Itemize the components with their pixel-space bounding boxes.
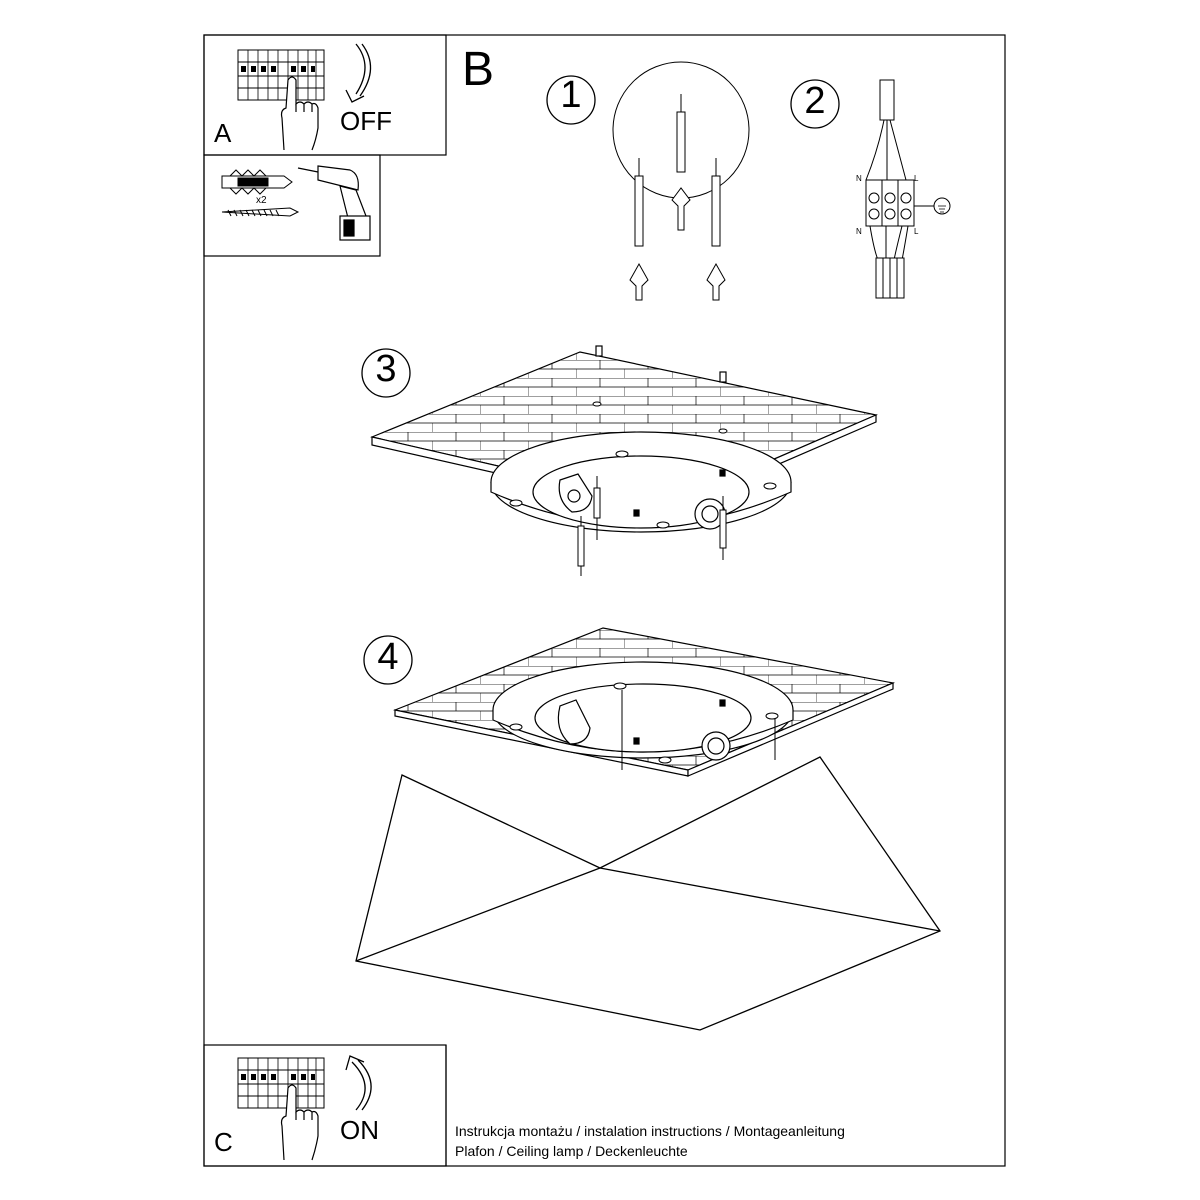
lamp-socket-right-step4 xyxy=(701,731,731,761)
anchor-screw-left xyxy=(629,158,649,301)
step-3-number: 3 xyxy=(375,348,397,390)
lamp-socket-left-step4 xyxy=(557,699,591,745)
step-4-number: 4 xyxy=(377,636,399,678)
terminal-block-diagram xyxy=(865,79,951,299)
step-2-number: 2 xyxy=(804,80,826,122)
step-1-badge xyxy=(546,75,596,125)
anchor-screw-center xyxy=(671,94,691,231)
hanging-wires-step4 xyxy=(621,690,776,770)
caption-line-1: Instrukcja montażu / instalation instruc… xyxy=(455,1123,845,1139)
caption-line-2: Plafon / Ceiling lamp / Deckenleuchte xyxy=(455,1143,688,1159)
wall-plug-icon xyxy=(221,169,293,195)
step-2-badge xyxy=(790,79,840,129)
neutral-label-bottom: N xyxy=(856,227,862,236)
panel-b-letter: B xyxy=(462,43,495,96)
step-4-badge xyxy=(363,635,413,685)
panel-c-letter: C xyxy=(214,1127,233,1157)
quantity-label: x2 xyxy=(256,195,267,206)
on-label: ON xyxy=(340,1115,379,1145)
ceiling-plate-step3 xyxy=(370,345,878,533)
live-label-top: L xyxy=(914,174,919,183)
panel-tools-box xyxy=(203,154,381,257)
step-1-number: 1 xyxy=(560,74,582,116)
mounting-screws-step3 xyxy=(577,476,727,576)
breaker-panel-icon xyxy=(237,49,325,101)
lamp-socket-right-step3 xyxy=(694,498,726,530)
off-label: OFF xyxy=(340,106,392,136)
step-3-badge xyxy=(361,348,411,398)
arrow-up-icon xyxy=(345,1055,372,1111)
anchor-screw-right xyxy=(706,158,726,301)
lamp-socket-left-step3 xyxy=(558,473,593,513)
ceiling-plate-step4 xyxy=(392,627,896,777)
neutral-label-top: N xyxy=(856,174,862,183)
hand-icon xyxy=(280,76,319,151)
drill-icon xyxy=(297,165,371,241)
live-label-bottom: L xyxy=(914,227,919,236)
page-border xyxy=(203,34,1006,1167)
hand-icon xyxy=(280,1084,319,1161)
panel-a-letter: A xyxy=(214,118,232,148)
screw-icon xyxy=(221,207,300,217)
breaker-panel-icon xyxy=(237,1057,325,1109)
hexagonal-lampshade xyxy=(355,756,941,1031)
arrow-down-icon xyxy=(345,43,372,103)
